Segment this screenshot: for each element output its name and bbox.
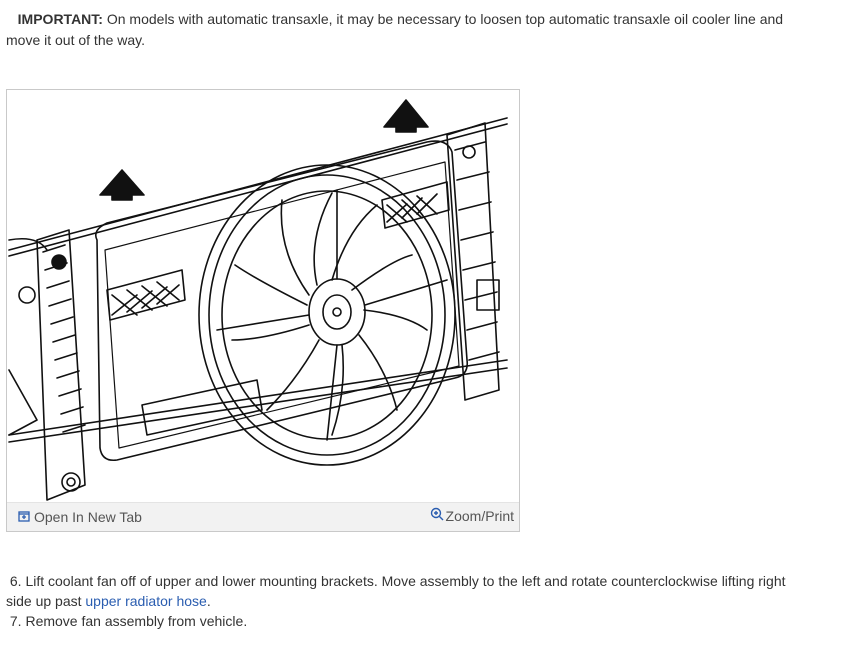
coolant-fan-illustration [8,99,508,501]
open-in-new-tab-label: Open In New Tab [34,509,142,525]
figure-toolbar: Open In New Tab Zoom/Print [7,502,519,531]
up-arrow-right [383,99,429,133]
step-6: 6. Lift coolant fan off of upper and low… [6,571,806,611]
diagram-figure: Open In New Tab Zoom/Print [6,89,520,532]
open-new-tab-icon [18,509,30,525]
important-note: IMPORTANT: On models with automatic tran… [6,9,806,51]
important-text: On models with automatic transaxle, it m… [6,11,784,48]
open-in-new-tab-link[interactable]: Open In New Tab [18,509,142,525]
step-7: 7. Remove fan assembly from vehicle. [6,611,806,631]
up-arrow-left [99,169,145,201]
zoom-in-icon [430,507,444,524]
upper-radiator-hose-link[interactable]: upper radiator hose [85,593,207,609]
step-6-end: . [206,593,211,609]
zoom-print-label: Zoom/Print [445,507,514,524]
step-7-text: 7. Remove fan assembly from vehicle. [9,613,248,629]
important-label: IMPORTANT: [17,11,103,27]
step-6-text: 6. Lift coolant fan off of upper and low… [6,573,786,609]
zoom-print-link[interactable]: Zoom/Print [430,507,514,524]
instruction-steps: 6. Lift coolant fan off of upper and low… [6,571,806,631]
